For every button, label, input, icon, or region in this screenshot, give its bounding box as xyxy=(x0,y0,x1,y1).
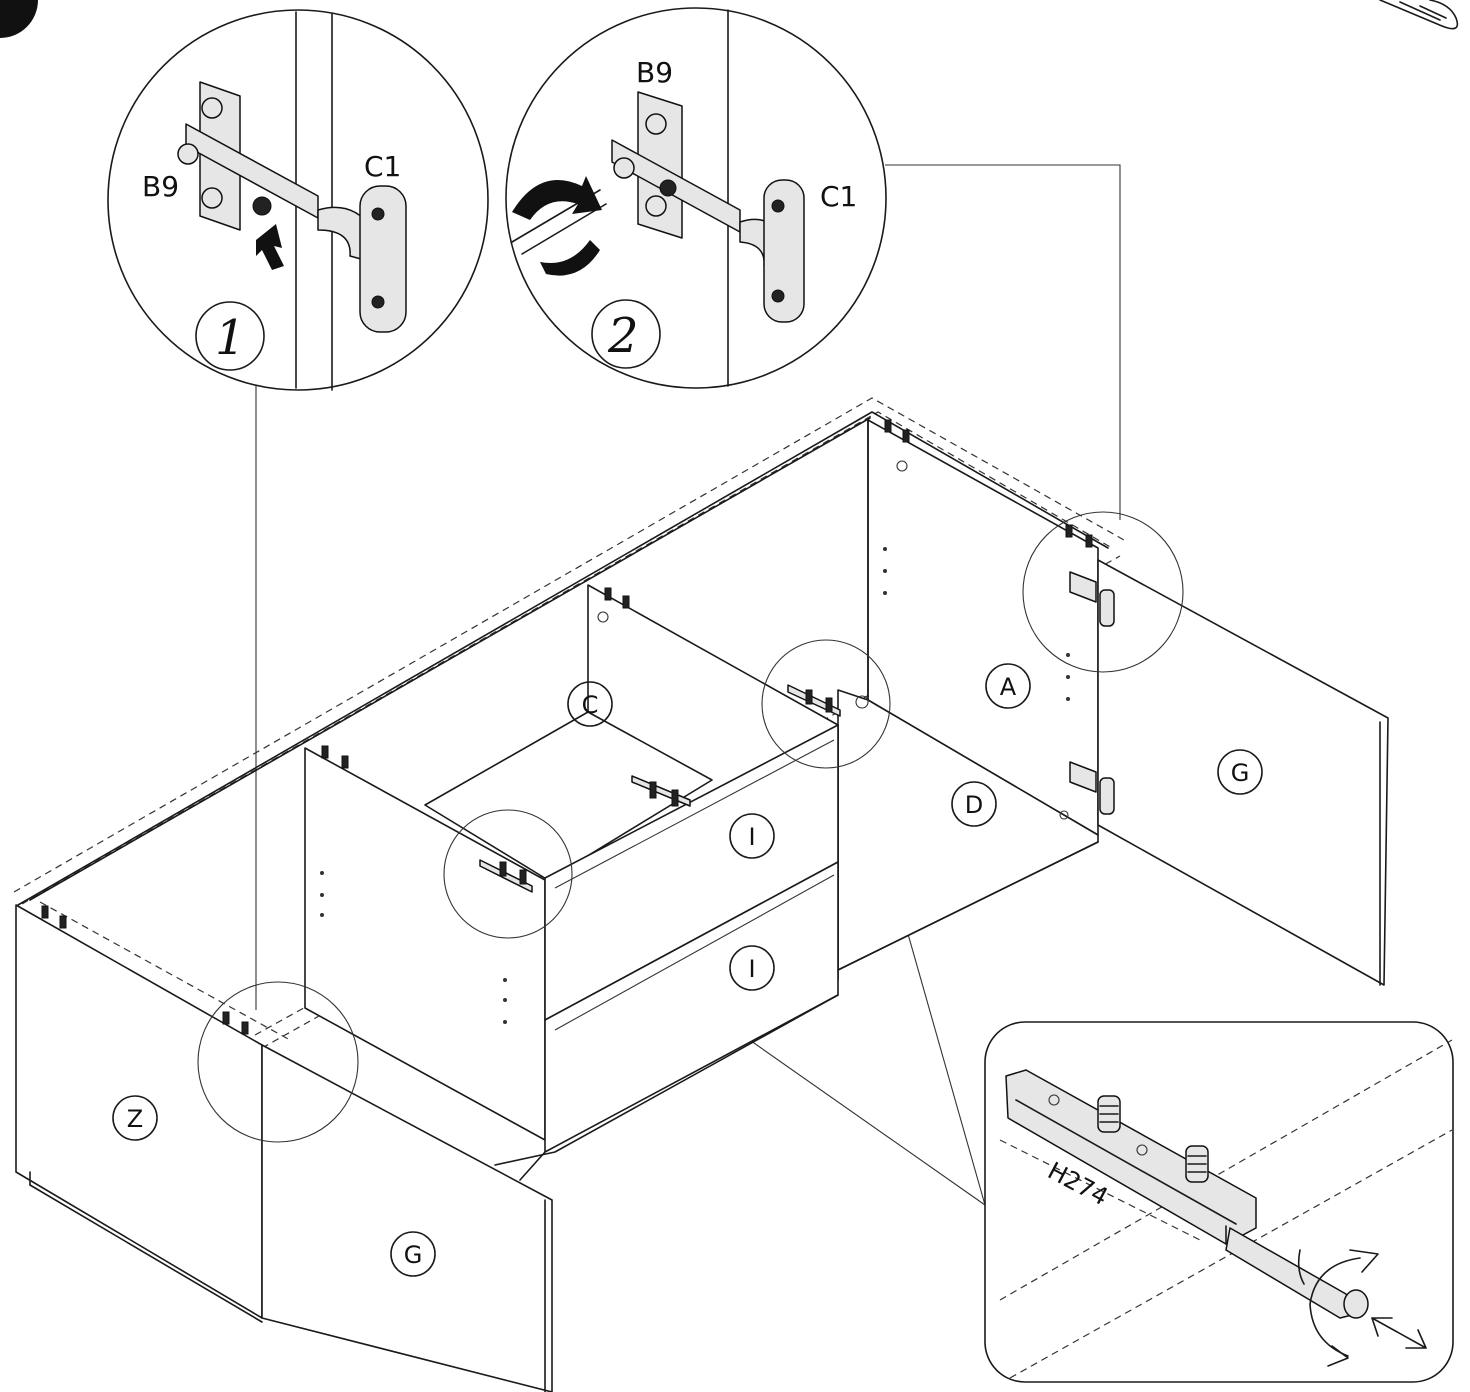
panel-label-g-right: G xyxy=(1231,759,1250,787)
panel-label-d: D xyxy=(965,791,983,819)
detail2-b9-label: B9 xyxy=(636,56,673,89)
pegs xyxy=(41,419,1093,1035)
panel-label-a: A xyxy=(1000,673,1017,701)
detail-1-circle: B9 C1 1 xyxy=(107,9,489,391)
panel-label-z: Z xyxy=(127,1105,143,1133)
detail2-c1-label: C1 xyxy=(820,180,857,213)
panel-label-c: C xyxy=(582,691,599,719)
rotate-arrow-icon xyxy=(512,176,602,276)
dowel-holes xyxy=(320,460,1070,1024)
detail-markers xyxy=(197,511,1184,1143)
detail1-step-number: 1 xyxy=(215,310,246,366)
detail1-b9-label: B9 xyxy=(142,170,179,203)
detail2-step-number: 2 xyxy=(607,308,639,364)
panel-label-i-upper: I xyxy=(748,823,755,851)
cabinet-body xyxy=(13,397,1389,1392)
panel-label-g-left: G xyxy=(404,1241,423,1269)
step-badge-icon xyxy=(0,0,38,38)
turn-arrow-icon xyxy=(1309,1257,1361,1357)
detail-2-circle: B9 C1 2 xyxy=(505,7,887,389)
connector-detail-box: H274 xyxy=(984,1021,1454,1383)
detail1-c1-label: C1 xyxy=(364,150,401,183)
panel-badges: A C D G I I Z G xyxy=(112,663,1263,1277)
push-arrow-icon xyxy=(256,224,284,270)
slide-arrow-icon xyxy=(1371,1317,1427,1349)
body-connectors xyxy=(479,571,1115,893)
panel-label-i-lower: I xyxy=(748,955,755,983)
screwdriver-icon xyxy=(1379,0,1459,30)
